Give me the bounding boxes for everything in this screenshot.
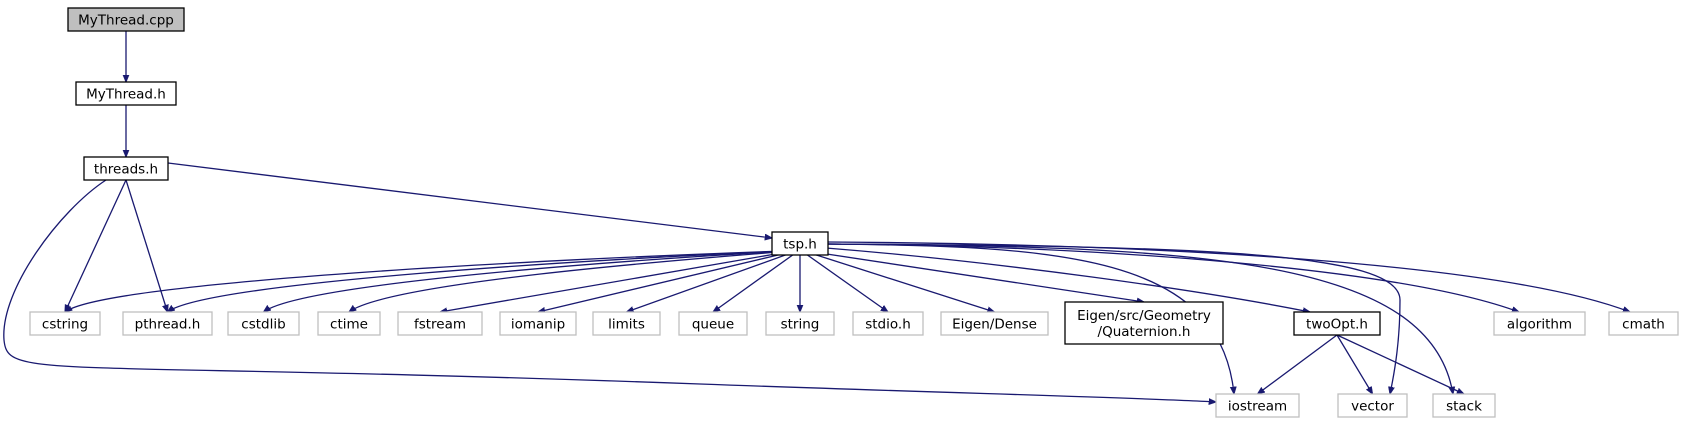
node-label: stack <box>1446 399 1482 415</box>
node-stack: stack <box>1432 393 1496 418</box>
node-label: Eigen/Dense <box>952 317 1037 333</box>
edge-tsp_h-to-limits <box>627 250 797 312</box>
node-box <box>940 311 1049 336</box>
node-label: algorithm <box>1507 317 1572 333</box>
edge-tsp_h-to-fstream <box>440 250 793 312</box>
edge-tsp_h-to-quaternion_h <box>806 250 1144 302</box>
node-box <box>592 311 661 336</box>
node-label: tsp.h <box>783 237 817 253</box>
node-eigen-dense: Eigen/Dense <box>940 311 1049 336</box>
edge-tsp_h-to-algorithm <box>827 243 1519 312</box>
node-label: Eigen/src/Geometry <box>1077 308 1211 324</box>
node-ctime: ctime <box>317 311 381 336</box>
edge-tsp_h-to-eigen_dense <box>803 250 995 312</box>
edges-layer <box>3 31 1630 402</box>
node-box <box>1432 393 1496 418</box>
node-limits: limits <box>592 311 661 336</box>
node-box <box>75 81 177 106</box>
node-algorithm: algorithm <box>1493 311 1586 336</box>
node-label: stdio.h <box>865 317 911 333</box>
edge-tsp_h-to-queue <box>713 250 799 312</box>
node-iostream: iostream <box>1215 393 1300 418</box>
edge-twoopt_h-to-iostream <box>1258 334 1338 394</box>
node-box <box>227 311 300 336</box>
node-label: iostream <box>1228 399 1287 415</box>
node-cstdlib: cstdlib <box>227 311 300 336</box>
node-quaternion-h[interactable]: Eigen/src/Geometry/Quaternion.h <box>1064 301 1224 345</box>
edge-tsp_h-to-cstdlib <box>264 250 790 312</box>
node-label: MyThread.h <box>86 87 166 103</box>
node-box <box>852 311 924 336</box>
node-label: MyThread.cpp <box>78 13 174 29</box>
edge-tsp_h-to-pthread_h <box>168 250 788 312</box>
node-iomanip: iomanip <box>499 311 577 336</box>
node-label: threads.h <box>94 162 158 178</box>
node-mythread-h[interactable]: MyThread.h <box>75 81 177 106</box>
edge-threads_h-to-pthread_h <box>125 179 168 312</box>
node-label: pthread.h <box>135 317 201 333</box>
node-tsp-h[interactable]: tsp.h <box>771 231 829 256</box>
node-box <box>122 311 213 336</box>
node-box <box>29 311 101 336</box>
edge-threads_h-to-tsp_h <box>167 162 772 238</box>
node-threads-h[interactable]: threads.h <box>83 156 169 181</box>
node-box <box>83 156 169 181</box>
node-pthread-h: pthread.h <box>122 311 213 336</box>
node-box <box>1215 393 1300 418</box>
node-label: /Quaternion.h <box>1098 324 1191 340</box>
node-twoopt-h[interactable]: twoOpt.h <box>1293 311 1381 336</box>
node-box <box>317 311 381 336</box>
edge-twoopt_h-to-stack <box>1336 334 1464 395</box>
node-label: fstream <box>414 317 466 333</box>
node-box <box>1608 311 1679 336</box>
edge-tsp_h-to-cmath <box>827 241 1630 312</box>
node-label: cmath <box>1622 317 1665 333</box>
node-label: vector <box>1351 399 1394 415</box>
node-stdio-h: stdio.h <box>852 311 924 336</box>
edge-tsp_h-to-stdio_h <box>801 250 888 312</box>
node-label: twoOpt.h <box>1306 317 1368 333</box>
edge-threads_h-to-iostream <box>3 179 1216 402</box>
node-cstring: cstring <box>29 311 101 336</box>
node-string: string <box>765 311 835 336</box>
node-label: string <box>781 317 820 333</box>
node-box <box>1493 311 1586 336</box>
node-box <box>1337 393 1408 418</box>
node-label: ctime <box>330 317 368 333</box>
edge-tsp_h-to-cstring <box>65 250 786 312</box>
edge-threads_h-to-cstring <box>64 179 127 312</box>
node-label: limits <box>608 317 645 333</box>
node-label: queue <box>692 317 734 333</box>
node-box <box>678 311 748 336</box>
edge-tsp_h-to-twoopt_h <box>825 247 1310 312</box>
node-label: iomanip <box>511 317 565 333</box>
node-box <box>67 7 185 32</box>
node-fstream: fstream <box>397 311 483 336</box>
node-box <box>771 231 829 256</box>
node-box <box>397 311 483 336</box>
node-mythread-cpp[interactable]: MyThread.cpp <box>67 7 185 32</box>
node-box <box>1064 301 1224 345</box>
node-label: cstring <box>42 317 88 333</box>
node-cmath: cmath <box>1608 311 1679 336</box>
node-vector: vector <box>1337 393 1408 418</box>
edge-tsp_h-to-iomanip <box>538 250 795 312</box>
node-box <box>1293 311 1381 336</box>
node-queue: queue <box>678 311 748 336</box>
edge-tsp_h-to-ctime <box>349 250 792 312</box>
edge-tsp_h-to-stack <box>825 243 1453 394</box>
node-label: cstdlib <box>241 317 285 333</box>
node-box <box>499 311 577 336</box>
edge-twoopt_h-to-vector <box>1336 334 1373 394</box>
node-box <box>765 311 835 336</box>
